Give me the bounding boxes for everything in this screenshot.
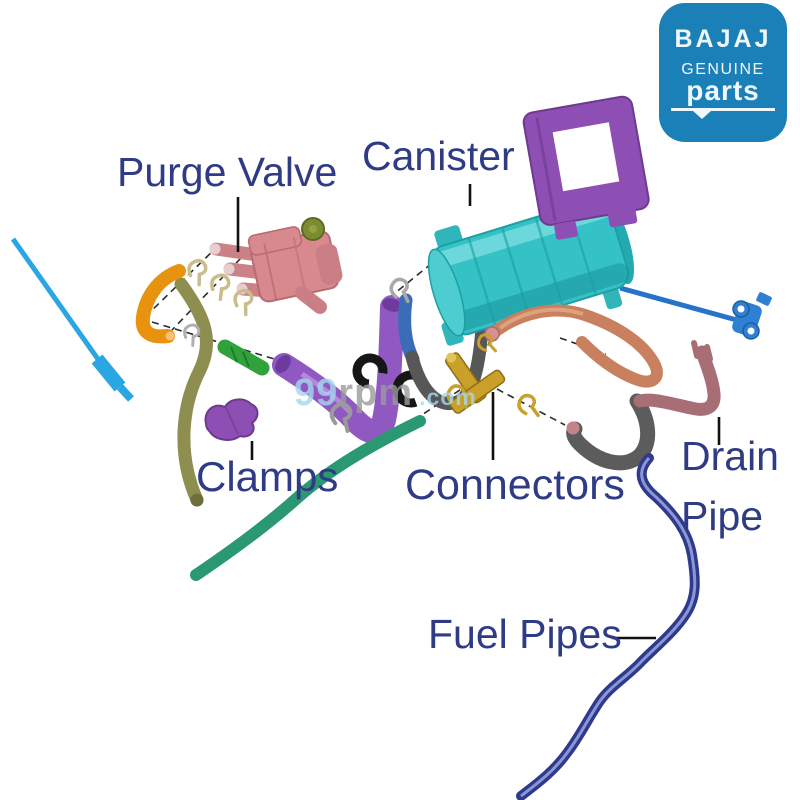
label-drain-pipe: Drain Pipe: [681, 433, 779, 539]
purple-hose-opening: [275, 354, 291, 374]
gold-clip: [477, 333, 497, 353]
drain-pipe-body: [633, 345, 721, 416]
gray-clip: [183, 323, 201, 347]
logo-underline-bar: [671, 108, 775, 111]
green-connector-ridge: [230, 346, 238, 363]
cream-clip: [210, 273, 231, 302]
parts-logo-text: parts: [686, 75, 760, 106]
gray-clip: [389, 277, 410, 304]
label-purge-valve: Purge Valve: [117, 149, 338, 195]
blue-link-rod: [619, 285, 745, 325]
bracket-tab: [554, 221, 578, 240]
olive-hose: [174, 277, 214, 507]
watermark-99: 99: [294, 372, 339, 414]
drain-pipe-part: [633, 340, 721, 416]
black-c-clamp: [352, 353, 388, 389]
gold-clip: [446, 384, 468, 409]
label-connectors: Connectors: [405, 461, 625, 509]
purge-valve-cap-center: [309, 225, 317, 233]
blue-rod-shaft: [10, 237, 103, 364]
purple-clamp-part: [204, 398, 259, 441]
orange-elbow-opening: [165, 331, 175, 341]
valve-detail-line: [263, 243, 278, 301]
gray-elbow-hose: [566, 393, 656, 471]
purple-hose-opening: [382, 298, 402, 312]
canister-seam: [467, 237, 497, 327]
canister-left-cap: [427, 248, 466, 337]
green-hose: [190, 415, 426, 581]
bracket-window: [552, 122, 620, 192]
gold-connector-cap: [446, 352, 457, 363]
port-tip: [223, 263, 235, 275]
label-canister: Canister: [362, 133, 515, 179]
canister-seam: [500, 227, 531, 316]
canister-shadow: [449, 263, 629, 333]
blue-rod-tip: [117, 384, 134, 402]
blue-plastic-rod: [10, 237, 134, 402]
gray-clip: [329, 402, 353, 433]
drain-pipe-prong: [704, 344, 713, 362]
orange-elbow-hose: [135, 264, 186, 344]
bracket-tab: [607, 206, 638, 228]
retaining-clips: [183, 258, 540, 433]
purge-valve-outlet: [295, 286, 327, 314]
purple-clamp-notch: [225, 407, 239, 435]
fuel-pipe-part: [516, 453, 700, 800]
blue-hose-arm: [398, 293, 420, 366]
purge-valve-port: [209, 242, 264, 262]
green-connector-body: [217, 339, 270, 376]
blue-clip-part: [732, 292, 772, 340]
copper-vent-pipe: [484, 304, 663, 388]
bajaj-genuine-parts-badge: BAJAJ GENUINE parts: [659, 3, 787, 142]
blue-clip-tab: [756, 292, 772, 306]
green-connector-ridge: [242, 351, 250, 368]
purge-valve-part: [247, 226, 343, 303]
dashed-line: [151, 321, 282, 362]
watermark-rpm: rpm: [338, 372, 414, 414]
canister-seam: [534, 216, 564, 306]
cream-clip: [233, 288, 254, 317]
genuine-logo-text: GENUINE: [681, 61, 765, 78]
bracket-ridge: [535, 117, 557, 222]
purple-hose-body: [272, 295, 404, 444]
drain-pipe-prong: [691, 340, 700, 359]
logo-underline-arrow-icon: [693, 111, 711, 119]
copper-pipe-highlight: [498, 307, 584, 330]
logo-underline: [671, 108, 775, 120]
purple-elbow-hose: [272, 295, 404, 444]
green-inline-connector: [217, 339, 270, 376]
bajaj-logo-text: BAJAJ: [674, 25, 772, 53]
valve-detail-line: [292, 236, 307, 294]
dashed-line: [389, 255, 442, 298]
purge-valve-cylinder: [315, 243, 343, 285]
blue-rod-body: [91, 354, 126, 392]
label-fuel-pipes: Fuel Pipes: [428, 611, 622, 657]
label-clamps: Clamps: [196, 453, 339, 500]
olive-hose-tip: [190, 493, 204, 507]
port-tip: [209, 243, 221, 255]
canister-bracket-part: [522, 95, 650, 240]
pointer-lines: [236, 184, 721, 640]
blue-clip-hole: [737, 305, 745, 313]
cream-clip: [187, 258, 208, 287]
gold-clip: [517, 393, 540, 418]
blue-clip-hole: [747, 327, 755, 335]
watermark-com: .com: [419, 384, 477, 410]
copper-pipe-body: [486, 304, 663, 388]
fuel-pipe-highlight: [520, 456, 697, 798]
gray-elbow-pink-tip: [566, 421, 580, 435]
purge-valve-flange: [247, 226, 303, 256]
gray-elbow-body: [566, 393, 656, 471]
